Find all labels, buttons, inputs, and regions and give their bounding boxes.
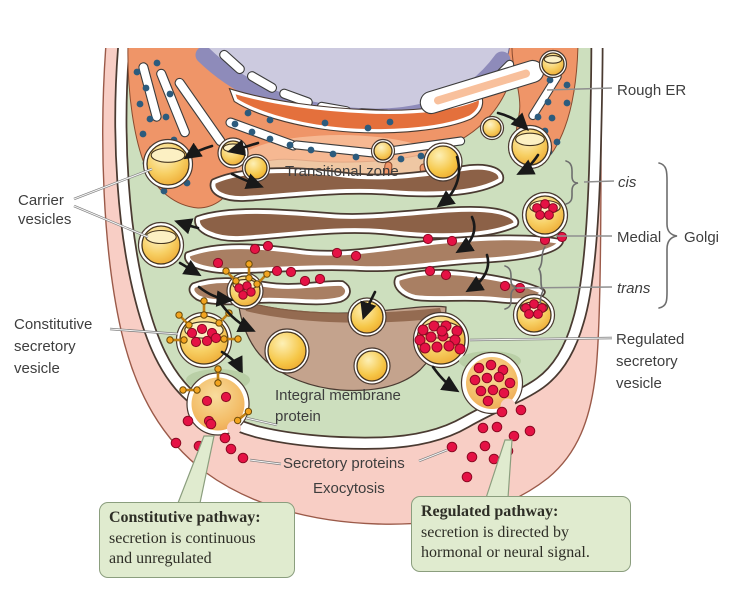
plasma-membrane [114, 48, 604, 450]
fusing-vesicle-regulated [459, 351, 524, 415]
budding-vesicle-1 [370, 138, 396, 164]
tgn-sphere-2 [347, 297, 387, 337]
medial-brace [538, 246, 546, 304]
constitutive-pathway-title: Constitutive pathway: [109, 509, 261, 526]
label-trans: trans [617, 280, 651, 297]
golgi-cisterna-trans-left [190, 278, 350, 304]
tgn-sphere-1 [264, 328, 310, 374]
budding-vesicle-2 [479, 115, 505, 141]
label-secretory-proteins: Secretory proteins [283, 455, 405, 472]
trans-brace [504, 265, 518, 310]
integral-membrane-proteins [166, 260, 271, 344]
er-exit-vesicle [538, 49, 568, 79]
transport-arrows [174, 111, 540, 393]
carrier-vesicle-1 [142, 138, 194, 190]
label-integral-membrane-protein: Integral membrane protein [275, 387, 401, 425]
constitutive-pathway-line: secretion is continuous [109, 529, 256, 547]
annotation-lines [73, 87, 678, 504]
regulated-pathway-title: Regulated pathway: [421, 503, 559, 520]
label-exocytosis: Exocytosis [313, 480, 385, 497]
transitional-zone-sphere-1 [241, 153, 271, 183]
label-transitional-zone: Transitional zone [285, 163, 399, 180]
label-cis: cis [618, 174, 637, 191]
label-golgi: Golgi [684, 229, 720, 246]
label-rough-er: Rough ER [617, 82, 687, 99]
secretory-protein-dots-golgi [212, 231, 568, 294]
medial-vesicle [521, 191, 569, 239]
cis-brace [565, 160, 579, 205]
cis-vesicle [507, 124, 553, 170]
label-medial: Medial [617, 229, 662, 246]
carrier-vesicle-2 [137, 221, 185, 269]
tgn-sphere-3 [353, 347, 391, 385]
transitional-zone-sphere-2 [423, 142, 463, 182]
regulated-secretory-vesicle-shape [412, 311, 470, 369]
regulated-pathway-callout: Regulated pathway: secretion is directed… [411, 496, 631, 572]
label-carrier-vesicles: Carrier vesicles [18, 192, 72, 228]
fusing-vesicle-constitutive [179, 365, 253, 436]
constitutive-pathway-callout: Constitutive pathway: secretion is conti… [99, 502, 295, 578]
trans-vesicle [512, 293, 556, 337]
regulated-pathway-line: secretion is directed by [421, 523, 569, 541]
golgi-brace [658, 162, 678, 309]
label-constitutive-secretory-vesicle: Constitutive secretory vesicle [14, 316, 93, 377]
constitutive-pathway-line: and unregulated [109, 550, 212, 567]
regulated-pathway-line: hormonal or neural signal. [421, 544, 590, 561]
label-regulated-secretory-vesicle: Regulated secretory vesicle [616, 331, 685, 392]
